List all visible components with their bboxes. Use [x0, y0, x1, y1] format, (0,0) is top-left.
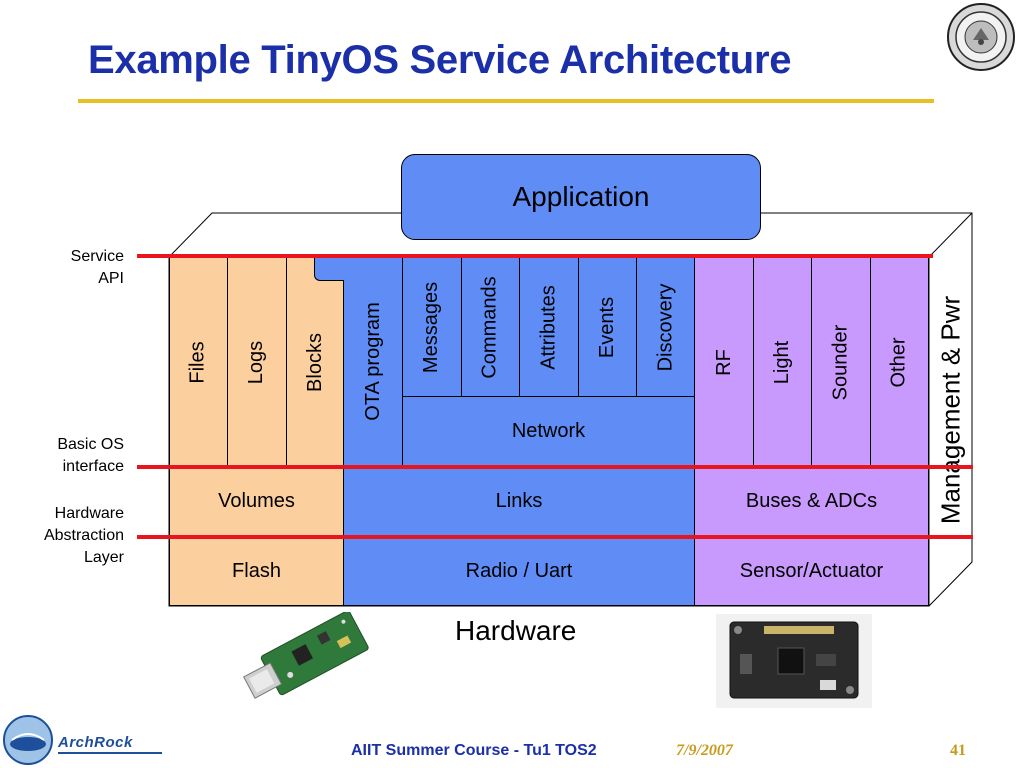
service-messages: Messages: [402, 257, 462, 397]
service-sounder: Sounder: [811, 257, 871, 467]
service-rf-label: RF: [712, 348, 735, 376]
service-light: Light: [753, 257, 812, 467]
archrock-logo-rule: [58, 752, 162, 754]
hal-links: Links: [343, 466, 695, 537]
hw-radio-uart: Radio / Uart: [343, 536, 695, 606]
hal-line: [137, 535, 973, 539]
footer-date: 7/9/2007: [676, 742, 733, 759]
service-discovery-label: Discovery: [654, 283, 677, 371]
service-commands-label: Commands: [479, 275, 502, 379]
archrock-logo-text: ArchRock: [58, 734, 133, 751]
service-commands: Commands: [461, 257, 520, 397]
service-ota-program-label: OTA program: [361, 302, 384, 421]
hw-sensor-actuator: Sensor/Actuator: [694, 536, 929, 606]
service-files-label: Files: [186, 340, 209, 384]
sensor-board-image: [716, 614, 872, 708]
management-pwr-label: Management & Pwr: [935, 295, 966, 525]
service-light-label: Light: [771, 340, 793, 384]
footer-page-number: 41: [950, 742, 966, 759]
service-logs: Logs: [227, 257, 287, 467]
ota-notch: [314, 257, 344, 281]
hal-volumes: Volumes: [169, 466, 344, 537]
service-attributes-label: Attributes: [537, 284, 560, 370]
university-seal-icon: [947, 3, 1015, 71]
service-api-line: [137, 254, 933, 258]
footer-course: AIIT Summer Course - Tu1 TOS2: [351, 742, 597, 759]
service-files: Files: [169, 257, 228, 467]
service-other-label: Other: [888, 336, 910, 388]
mote-board-image: [243, 612, 369, 699]
service-api-label: Service API: [70, 248, 124, 287]
service-ota-program: OTA program: [343, 257, 403, 467]
hal-buses-adcs: Buses & ADCs: [694, 466, 929, 537]
service-blocks: Blocks: [286, 257, 344, 467]
service-blocks-label: Blocks: [303, 332, 326, 392]
hal-label: Hardware Abstraction Layer: [43, 505, 124, 566]
service-logs-label: Logs: [245, 340, 268, 384]
service-messages-label: Messages: [420, 281, 443, 373]
service-other: Other: [870, 257, 929, 467]
service-discovery: Discovery: [636, 257, 695, 397]
archrock-logo-icon: [3, 715, 53, 765]
basic-os-interface-label: Basic OS interface: [57, 436, 124, 475]
service-events-label: Events: [596, 296, 618, 358]
application-block: Application: [401, 154, 761, 240]
service-events: Events: [578, 257, 637, 397]
service-network: Network: [402, 396, 695, 467]
service-attributes: Attributes: [519, 257, 579, 397]
hardware-label: Hardware: [455, 615, 577, 646]
basic-os-interface-line: [137, 465, 973, 469]
title-underline: [78, 99, 934, 103]
hw-flash: Flash: [169, 536, 344, 606]
service-rf: RF: [694, 257, 754, 467]
service-sounder-label: Sounder: [829, 324, 852, 400]
slide-title: Example TinyOS Service Architecture: [88, 38, 792, 82]
